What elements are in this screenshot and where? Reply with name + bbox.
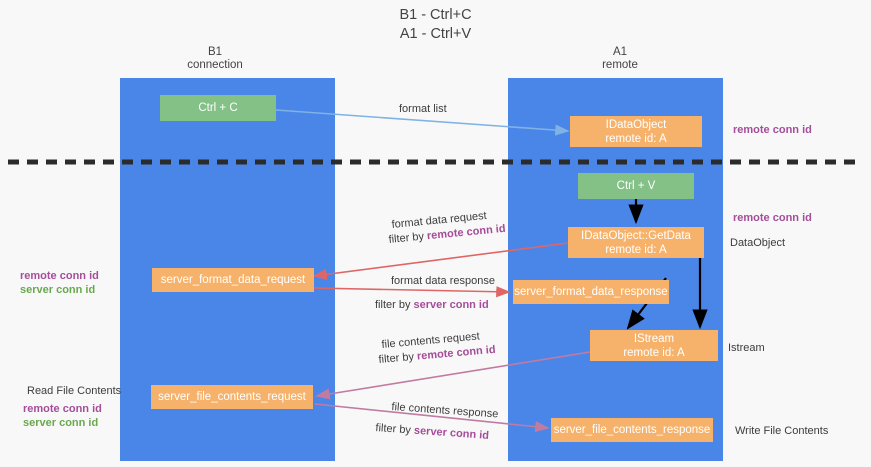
label-file-contents-response: file contents response xyxy=(391,400,499,421)
column-header-b1-role: connection xyxy=(187,59,243,71)
box-server-file-contents-response-label: server_file_contents_response xyxy=(553,424,711,436)
box-server-format-data-response[interactable]: server_format_data_response xyxy=(513,280,669,304)
column-header-a1-name: A1 xyxy=(612,46,628,58)
filter-key-server-conn-id: server conn id xyxy=(413,424,490,442)
box-server-file-contents-response[interactable]: server_file_contents_response xyxy=(551,418,713,442)
note-read-file-contents: Read File Contents xyxy=(27,385,122,397)
box-ctrl-c[interactable]: Ctrl + C xyxy=(160,95,276,121)
title-line-2: A1 - Ctrl+V xyxy=(399,26,472,42)
filter-prefix: filter by xyxy=(375,421,415,437)
box-server-format-data-request-label: server_format_data_request xyxy=(160,274,306,286)
column-header-b1: B1 connection xyxy=(150,46,280,72)
filter-prefix: filter by xyxy=(388,230,428,246)
note-dataobject: DataObject xyxy=(730,237,786,249)
label-format-data-response: format data response xyxy=(391,275,495,287)
label-format-list: format list xyxy=(399,103,447,115)
column-header-a1: A1 remote xyxy=(555,46,685,72)
filter-prefix: filter by xyxy=(378,350,418,366)
box-istream-line1: IStream xyxy=(633,332,675,345)
note-remote-conn-id-left-2: remote conn id xyxy=(23,403,102,415)
label-format-data-response-filter: filter by server conn id xyxy=(375,298,489,312)
note-remote-conn-id-left-1: remote conn id xyxy=(20,270,99,282)
note-write-file-contents: Write File Contents xyxy=(735,425,829,437)
box-server-file-contents-request[interactable]: server_file_contents_request xyxy=(151,385,313,409)
box-server-file-contents-request-label: server_file_contents_request xyxy=(158,391,306,403)
note-remote-conn-id-mid: remote conn id xyxy=(733,212,812,224)
box-ctrl-v[interactable]: Ctrl + V xyxy=(578,173,694,199)
box-ctrl-c-label: Ctrl + C xyxy=(198,102,238,114)
box-istream[interactable]: IStream remote id: A xyxy=(590,330,718,361)
box-getdata-line1: IDataObject::GetData xyxy=(581,229,691,242)
box-idataobject-getdata[interactable]: IDataObject::GetData remote id: A xyxy=(568,227,704,258)
note-server-conn-id-left-1: server conn id xyxy=(20,284,96,296)
note-remote-conn-id-top: remote conn id xyxy=(733,124,812,136)
title-line-1: B1 - Ctrl+C xyxy=(399,7,472,23)
filter-key-server-conn-id: server conn id xyxy=(413,299,489,311)
arrow-format-data-response xyxy=(313,286,511,298)
box-getdata-line2: remote id: A xyxy=(605,243,667,256)
column-header-b1-name: B1 xyxy=(207,46,223,58)
box-istream-line2: remote id: A xyxy=(623,346,685,359)
diagram-title: B1 - Ctrl+C A1 - Ctrl+V xyxy=(0,6,871,44)
note-server-conn-id-left-2: server conn id xyxy=(23,417,99,429)
box-server-format-data-response-label: server_format_data_response xyxy=(514,286,668,298)
box-server-format-data-request[interactable]: server_format_data_request xyxy=(152,268,314,292)
box-idataobject-line1: IDataObject xyxy=(605,118,667,131)
box-ctrl-v-label: Ctrl + V xyxy=(616,180,656,192)
box-idataobject-line2: remote id: A xyxy=(605,132,667,145)
box-idataobject[interactable]: IDataObject remote id: A xyxy=(570,116,702,147)
column-header-a1-role: remote xyxy=(602,59,638,71)
note-istream: Istream xyxy=(728,342,765,354)
label-file-contents-response-filter: filter by server conn id xyxy=(375,421,489,443)
filter-prefix: filter by xyxy=(375,299,414,311)
